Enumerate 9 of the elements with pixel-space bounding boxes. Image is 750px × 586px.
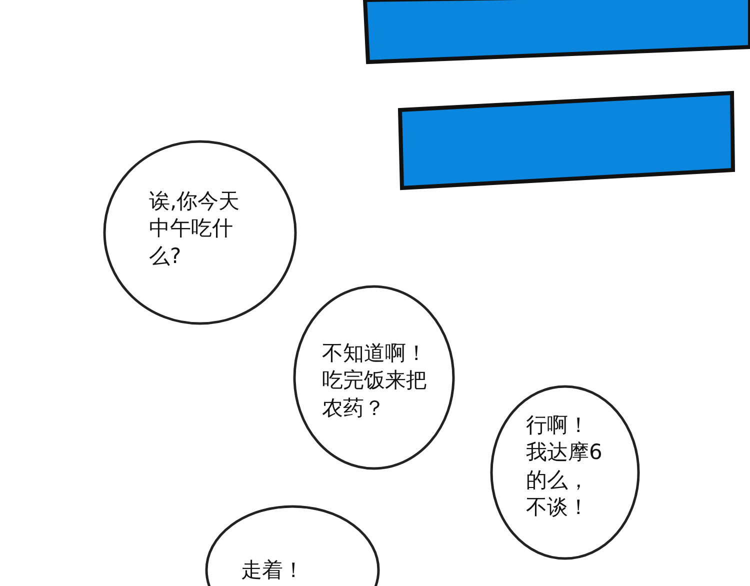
speech-text: 不知道啊！吃完饭来把农药？ [322, 340, 428, 422]
speech-bubble [490, 385, 640, 560]
banner-bar [398, 90, 734, 190]
speech-text: 行啊！我达摩6的么，不谈！ [526, 412, 604, 521]
speech-text: 走着！ [241, 557, 305, 584]
speech-bubble [293, 285, 455, 470]
banner-bar [363, 0, 750, 63]
speech-text: 诶,你今天中午吃什么? [149, 188, 241, 270]
speech-bubble [103, 140, 297, 325]
